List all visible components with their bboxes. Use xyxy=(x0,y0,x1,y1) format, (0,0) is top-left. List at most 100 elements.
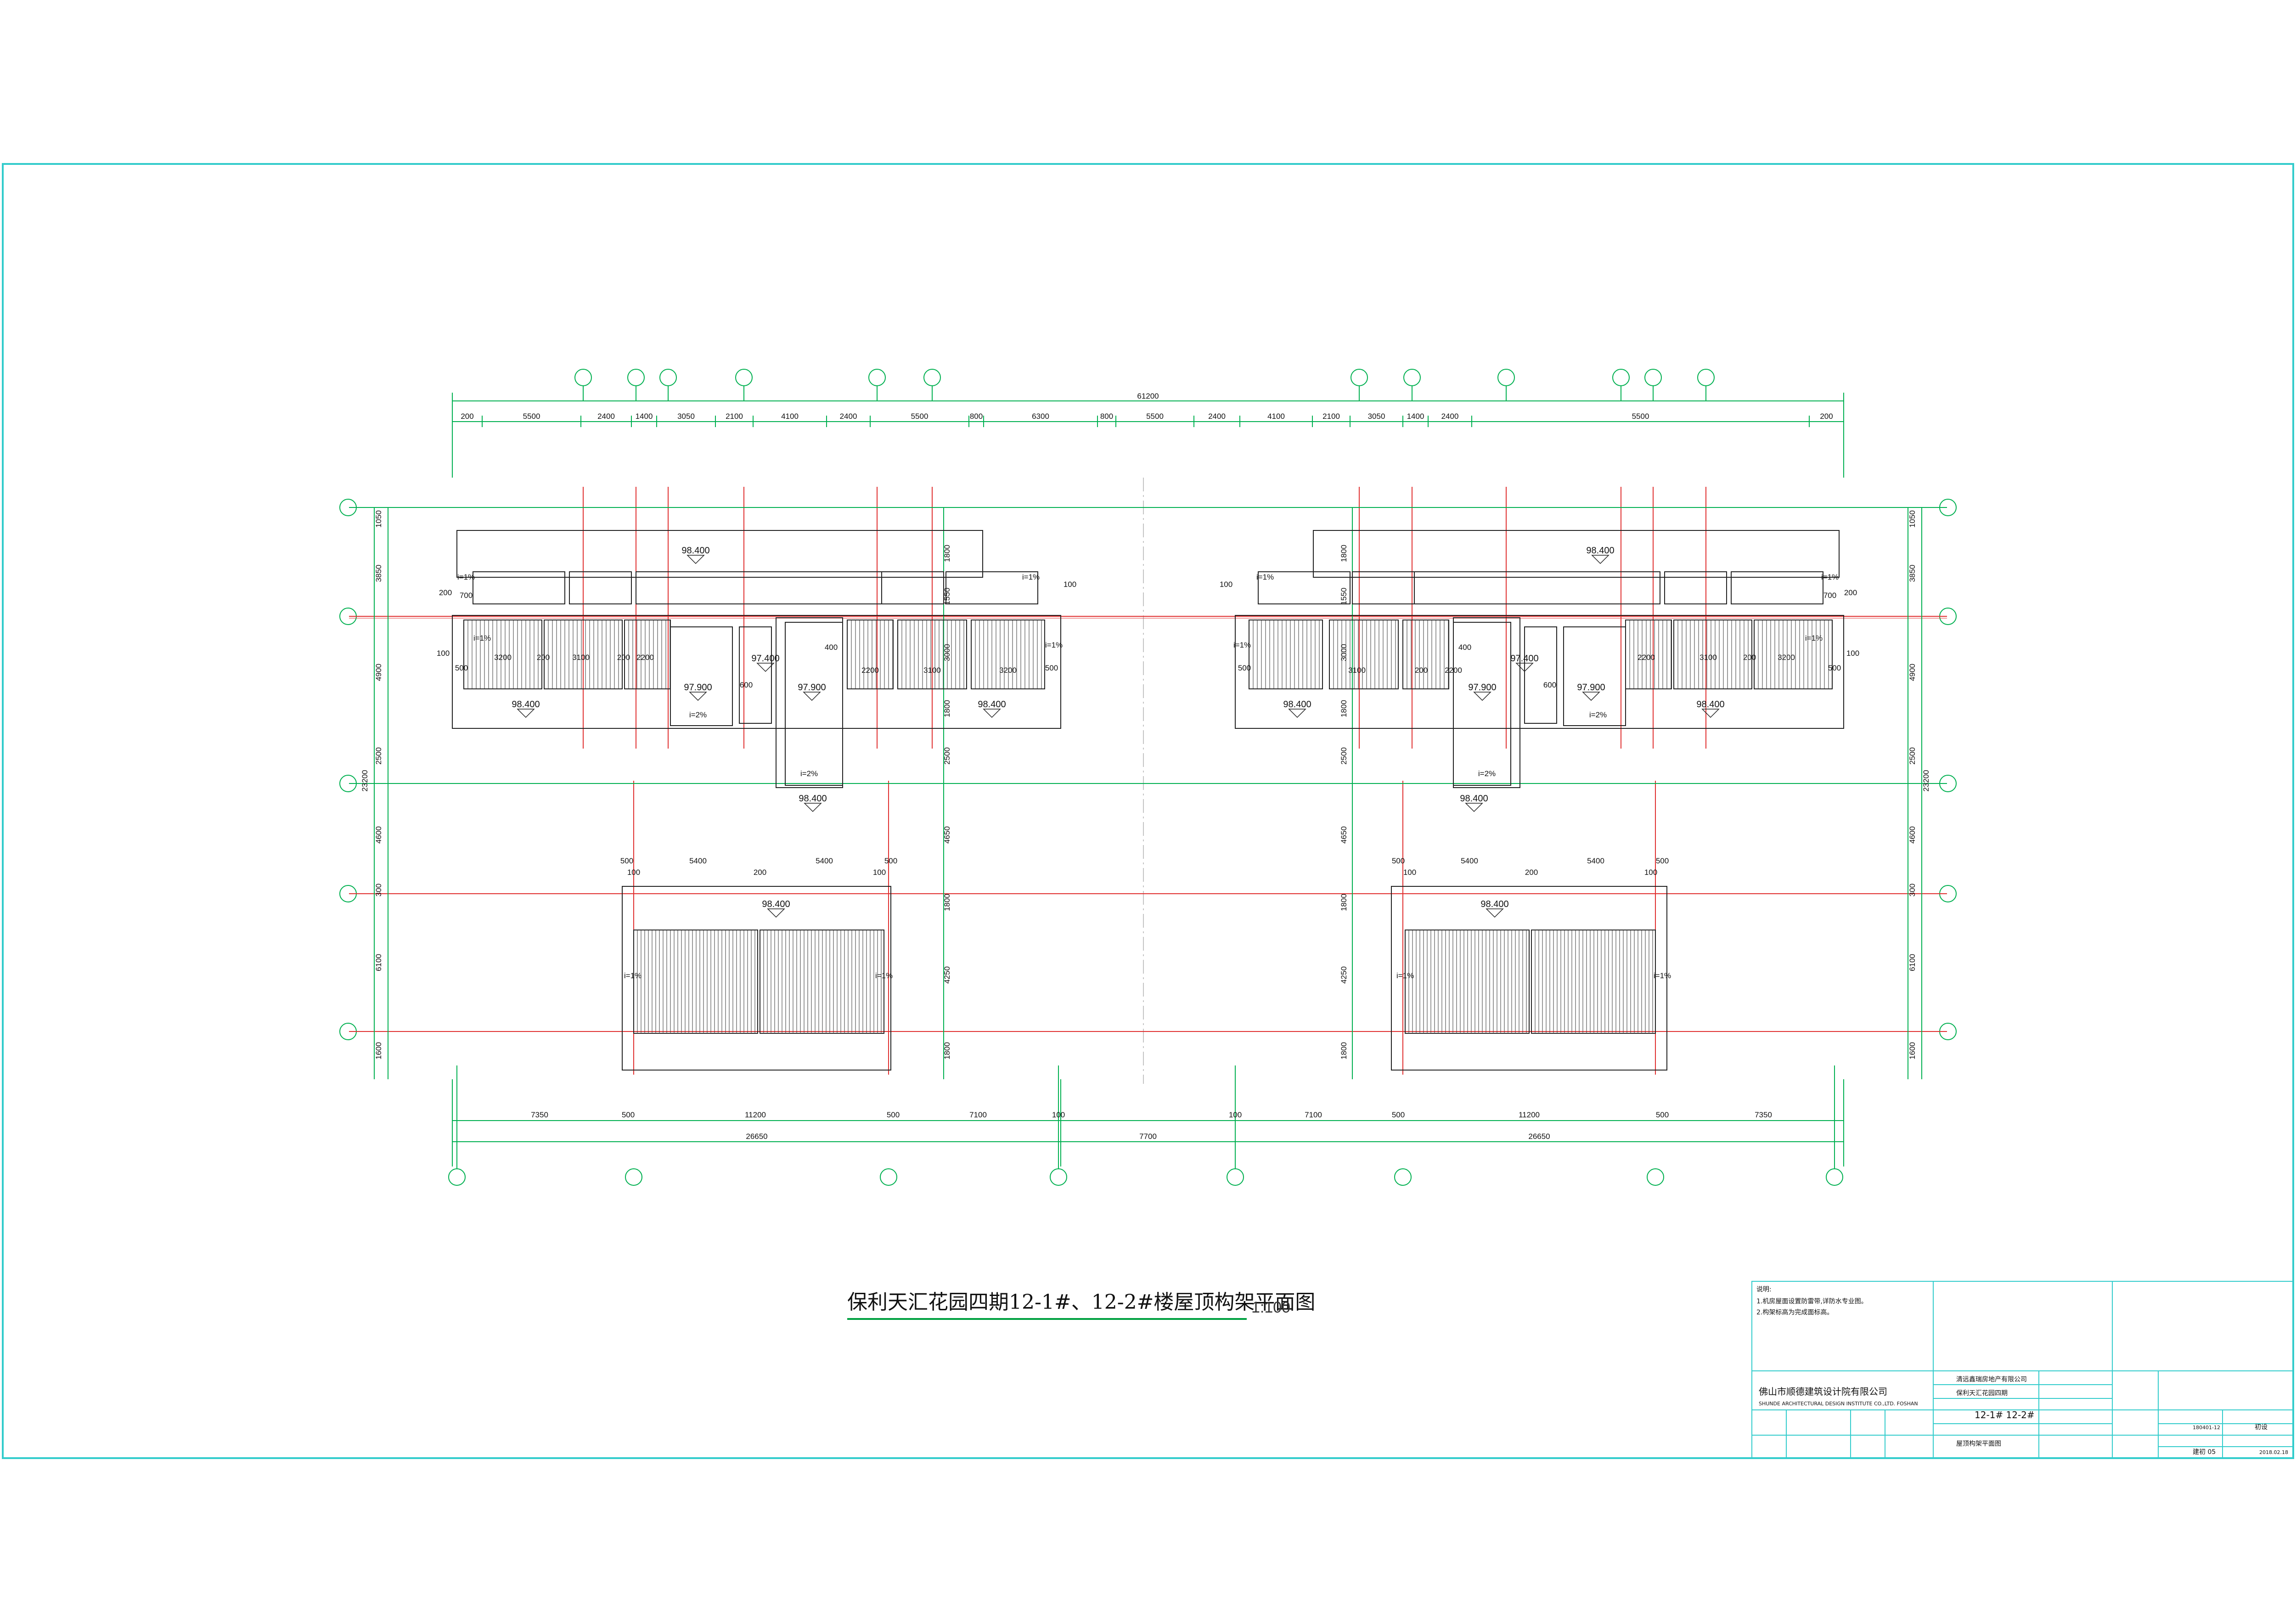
elevation-symbol xyxy=(1701,709,1720,718)
sheet-title: 屋顶构架平面图 xyxy=(1956,1440,2001,1448)
horizontal-axis-lines xyxy=(349,507,1947,1032)
bay-dimension-label: 2200 xyxy=(861,666,879,675)
edge-dimension-label: 100 xyxy=(1064,580,1076,589)
building-12-1-outline xyxy=(452,530,1061,788)
axis-bubble xyxy=(625,1168,642,1186)
lower-dimension-label: 100 xyxy=(873,868,886,877)
top-dimension-label: 2400 xyxy=(597,412,615,421)
elevation-symbol xyxy=(1515,663,1534,672)
axis-bubble xyxy=(1644,369,1662,386)
top-dimension-label: 1400 xyxy=(636,412,653,421)
elevation-value: 98.400 xyxy=(762,899,790,909)
elevation-symbol xyxy=(517,709,535,718)
axis-bubble xyxy=(1394,1168,1412,1186)
bottom-dimension-label: 11200 xyxy=(1519,1110,1540,1119)
axis-bubble xyxy=(1050,1168,1067,1186)
top-dimension-label: 800 xyxy=(1100,412,1113,421)
bottom-total-label: 26650 xyxy=(1528,1132,1550,1141)
left-dimension-label: 3850 xyxy=(374,565,383,582)
elevation-value: 98.400 xyxy=(681,546,709,556)
elevation-symbol xyxy=(1465,803,1483,812)
bottom-dimension-label: 500 xyxy=(1656,1110,1669,1119)
drawing-scale: 1:100 xyxy=(1251,1299,1290,1316)
green-grid-lines xyxy=(456,478,1835,1169)
elevation-value: 97.900 xyxy=(684,682,712,693)
elevation-symbol xyxy=(1288,709,1306,718)
axis-bubble xyxy=(1647,1168,1664,1186)
lower-dimension-label: 500 xyxy=(1656,857,1669,865)
right-dimension-label: 4900 xyxy=(1908,664,1917,681)
center-dimension-label: 1800 xyxy=(943,545,951,562)
vertical-axis-lines xyxy=(583,487,1706,1075)
lower-dimension-label: 100 xyxy=(1403,868,1416,877)
edge-dimension-label: 600 xyxy=(740,681,753,689)
axis-bubble xyxy=(868,369,886,386)
lower-dimension-label: 500 xyxy=(884,857,897,865)
axis-bubble xyxy=(923,369,941,386)
center-dimension-label: 1800 xyxy=(943,700,951,717)
top-dimension-label: 2100 xyxy=(726,412,743,421)
axis-bubble xyxy=(1497,369,1515,386)
right-dimension-label: 1050 xyxy=(1908,510,1917,528)
elevation-value: 97.900 xyxy=(1577,682,1605,693)
elevation-symbol xyxy=(1582,692,1600,701)
left-dimension-label: 300 xyxy=(374,884,383,896)
center-dimension-label: 1800 xyxy=(943,1042,951,1059)
right-dimension-label: 3850 xyxy=(1908,565,1917,582)
top-dimension-label: 2400 xyxy=(1208,412,1226,421)
bottom-total-label: 26650 xyxy=(746,1132,767,1141)
edge-dimension-label: 700 xyxy=(460,591,473,600)
right-dimension-label: 1600 xyxy=(1908,1042,1917,1059)
bottom-dimension-lines xyxy=(452,1079,1844,1167)
slope-label: i=1% xyxy=(875,971,893,980)
slope-label: i=1% xyxy=(1022,573,1040,581)
elevation-symbol xyxy=(687,555,705,564)
bay-dimension-label: 3200 xyxy=(999,666,1017,675)
lower-dimension-label: 200 xyxy=(754,868,766,877)
note-1: 1.机房屋面设置防雷带,详防水专业图。 xyxy=(1756,1298,1868,1305)
axis-bubble xyxy=(448,1168,466,1186)
sheet-border xyxy=(2,163,2294,1459)
top-dimension-label: 2400 xyxy=(1441,412,1459,421)
elevation-value: 98.400 xyxy=(978,699,1006,710)
bay-dimension-label: 3100 xyxy=(1348,666,1366,675)
lower-dimension-label: 100 xyxy=(627,868,640,877)
top-dimension-label: 6300 xyxy=(1032,412,1049,421)
elevation-value: 98.400 xyxy=(1283,699,1311,710)
grille-hatch-upper-right xyxy=(1253,620,1829,689)
elevation-value: 98.400 xyxy=(1480,899,1508,909)
top-dimension-label: 1400 xyxy=(1407,412,1424,421)
center-dimension-label: 4250 xyxy=(1339,966,1348,984)
design-firm-en: SHUNDE ARCHITECTURAL DESIGN INSTITUTE CO… xyxy=(1759,1401,1918,1407)
bottom-total-label: 7700 xyxy=(1139,1132,1157,1141)
axis-bubble xyxy=(574,369,592,386)
axis-bubble xyxy=(1697,369,1715,386)
bay-dimension-label: 3200 xyxy=(1778,653,1795,662)
elevation-symbol xyxy=(767,908,785,918)
elevation-symbol xyxy=(1473,692,1491,701)
center-dimension-label: 3000 xyxy=(1339,644,1348,661)
top-dimension-label: 2400 xyxy=(840,412,857,421)
elevation-value: 97.400 xyxy=(1510,654,1538,664)
axis-bubble xyxy=(1351,369,1368,386)
lower-dimension-label: 500 xyxy=(1392,857,1405,865)
top-dimension-label: 4100 xyxy=(781,412,799,421)
slope-label: i=1% xyxy=(457,573,475,581)
side-dimension-lines xyxy=(374,507,1922,1079)
sheet-number: 建初 05 xyxy=(2193,1448,2216,1456)
edge-dimension-label: 700 xyxy=(1823,591,1836,600)
lower-dimension-label: 100 xyxy=(1644,868,1657,877)
elevation-value: 98.400 xyxy=(1696,699,1724,710)
elevation-value: 97.900 xyxy=(1468,682,1496,693)
title-block xyxy=(1751,1281,2294,1459)
elevation-value: 98.400 xyxy=(512,699,540,710)
bottom-dimension-label: 7350 xyxy=(1755,1110,1772,1119)
edge-dimension-label: 400 xyxy=(1458,643,1471,652)
design-stage: 初设 xyxy=(2255,1423,2268,1431)
center-dimension-label: 4650 xyxy=(943,826,951,844)
slope-label: i=1% xyxy=(1233,641,1251,649)
axis-bubble xyxy=(659,369,677,386)
edge-dimension-label: 500 xyxy=(1828,664,1841,672)
